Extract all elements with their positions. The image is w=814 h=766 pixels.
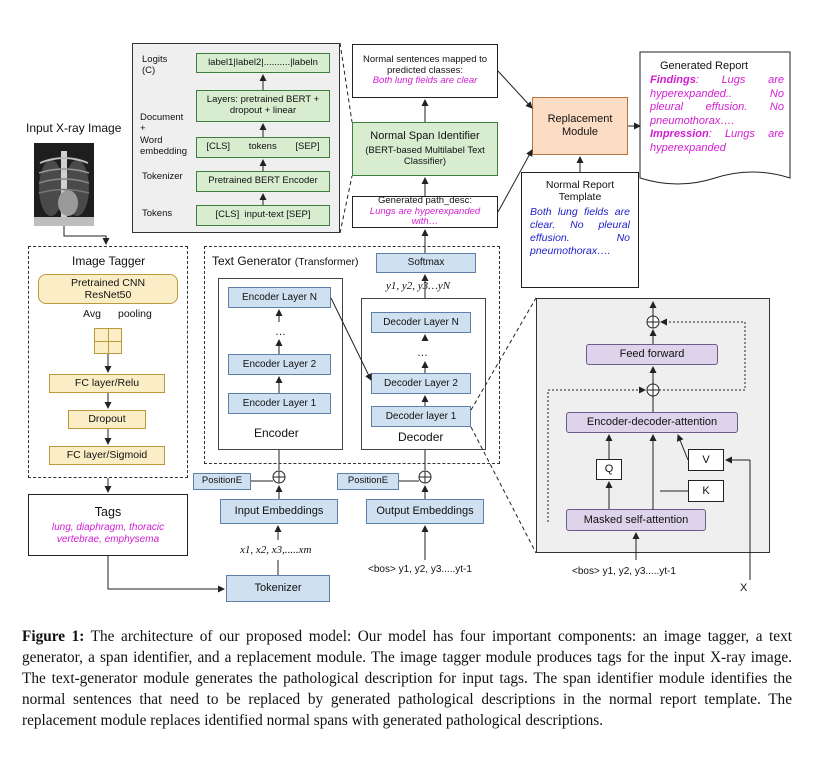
encoder-dots: … [275, 326, 286, 338]
figure-caption: Figure 1: The architecture of our propos… [22, 626, 792, 731]
position-encoding-encoder: PositionE [193, 473, 251, 490]
masked-self-attention-box: Masked self-attention [566, 509, 706, 531]
template-text: Both lung fields are clear. No pleural e… [530, 206, 630, 258]
detail-input-sequence-label: <bos> y1, y2, y3.....yt-1 [572, 566, 676, 577]
output-sequence-label: y1, y2, y3…yN [386, 280, 451, 292]
generated-report-text: Findings: Lugs are hyperexpanded.. No pl… [650, 74, 784, 154]
span-identifier-subtitle: (BERT-based Multilabel Text Classifier) [365, 145, 485, 168]
text-generator-subtitle: (Transformer) [294, 256, 359, 268]
path-desc-box: Generated path_desc: Lungs are hyperexpa… [352, 194, 498, 228]
xray-chest-picture [34, 143, 94, 226]
tags-text: lung, diaphragm, thoracic vertebrae, emp… [51, 522, 165, 545]
output-embeddings-box: Output Embeddings [366, 499, 484, 524]
tokenizer-box: Tokenizer [226, 575, 330, 602]
input-tokens-box: [CLS] input-text [SEP] [196, 205, 330, 226]
fc-relu-box: FC layer/Relu [49, 374, 165, 393]
generated-report-title: Generated Report [660, 60, 749, 72]
x-input-label: X [740, 582, 748, 594]
cls-tokens-box: [CLS] tokens [SEP] [196, 137, 330, 158]
xray-label: Input X-ray Image [26, 121, 122, 135]
span-identifier-title: Normal Span Identifier [370, 129, 480, 142]
logits-label: Logits (C) [142, 54, 168, 77]
findings-label: Findings [650, 74, 696, 86]
caption-label: Figure 1: [22, 628, 85, 645]
encoder-layer-2: Encoder Layer 2 [228, 354, 331, 375]
decoder-label: Decoder [398, 430, 444, 444]
dropout-box: Dropout [68, 410, 146, 429]
image-tagger-title: Image Tagger [72, 254, 146, 268]
output-sequence-input-label: <bos> y1, y2, y3.....yt-1 [368, 564, 472, 575]
decoder-layer-1: Decoder layer 1 [371, 406, 471, 427]
template-title: Normal Report Template [545, 179, 615, 204]
position-encoding-decoder: PositionE [337, 473, 399, 490]
encoder-label: Encoder [254, 426, 299, 440]
bert-encoder-box: Pretrained BERT Encoder [196, 171, 330, 192]
avg-label: Avg [83, 308, 101, 320]
impression-label: Impression [650, 128, 709, 140]
xray-image [34, 143, 94, 226]
tags-title: Tags [94, 504, 122, 519]
text-generator-title: Text Generator (Transformer) [212, 254, 359, 269]
path-desc-text: Generated path_desc: [377, 194, 472, 206]
path-desc-example: Lungs are hyperexpanded with… [369, 205, 481, 228]
normal-sentences-text: Normal sentences mapped to predicted cla… [362, 53, 488, 76]
encoder-decoder-attention-box: Encoder-decoder-attention [566, 412, 738, 433]
normal-span-identifier: Normal Span Identifier (BERT-based Multi… [352, 122, 498, 176]
fc-sigmoid-box: FC layer/Sigmoid [49, 446, 165, 465]
doc-word-embedding-label: Document + Word embedding [140, 112, 188, 158]
decoder-layer-n: Decoder Layer N [371, 312, 471, 333]
tokens-side-label: Tokens [142, 208, 173, 219]
normal-sentences-example: Both lung fields are clear [372, 75, 478, 87]
labels-box: label1|label2|..........|labeln [196, 53, 330, 73]
findings-text: Lugs are hyperexpanded.. No pleural effu… [650, 74, 784, 127]
v-box: V [688, 449, 724, 471]
tokens-token: tokens [248, 141, 277, 153]
input-sequence-label: x1, x2, x3,.....xm [240, 544, 312, 556]
cnn-box: Pretrained CNN ResNet50 [38, 274, 178, 304]
caption-text: The architecture of our proposed model: … [22, 628, 792, 729]
normal-sentences-box: Normal sentences mapped to predicted cla… [352, 44, 498, 98]
q-box: Q [596, 459, 622, 480]
softmax-box: Softmax [376, 253, 476, 273]
cls-token: [CLS] [206, 141, 231, 153]
bert-layers-box: Layers: pretrained BERT + dropout + line… [196, 90, 330, 122]
image-tagger-panel [28, 246, 188, 478]
decoder-dots: … [417, 347, 428, 359]
report-template-box: Normal Report Template Both lung fields … [521, 172, 639, 288]
encoder-layer-1: Encoder Layer 1 [228, 393, 331, 414]
replacement-module: Replacement Module [532, 97, 628, 155]
impression-text: Lungs are hyperexpanded [650, 128, 784, 154]
tags-box: Tags lung, diaphragm, thoracic vertebrae… [28, 494, 188, 556]
sep-token: [SEP] [295, 141, 320, 153]
decoder-layer-2: Decoder Layer 2 [371, 373, 471, 394]
text-generator-name: Text Generator [212, 254, 292, 268]
feed-forward-box: Feed forward [586, 344, 718, 365]
pooling-label: pooling [118, 308, 152, 320]
pooling-grid-icon [94, 328, 122, 354]
encoder-layer-n: Encoder Layer N [228, 287, 331, 308]
k-box: K [688, 480, 724, 502]
input-embeddings-box: Input Embeddings [220, 499, 338, 524]
tokenizer-side-label: Tokenizer [142, 171, 183, 182]
